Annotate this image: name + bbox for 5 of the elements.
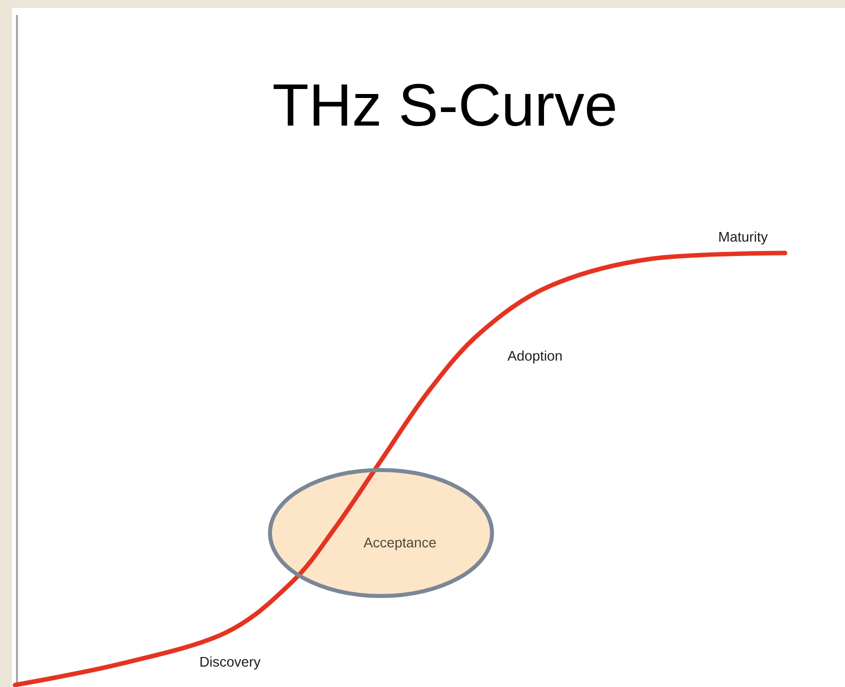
stage-label: Adoption (508, 350, 562, 364)
stage-label: Discovery (200, 656, 261, 670)
ellipse-label: Acceptance (364, 538, 436, 550)
stage-label: Maturity (719, 232, 768, 244)
title: THz S-Curve (274, 84, 615, 126)
